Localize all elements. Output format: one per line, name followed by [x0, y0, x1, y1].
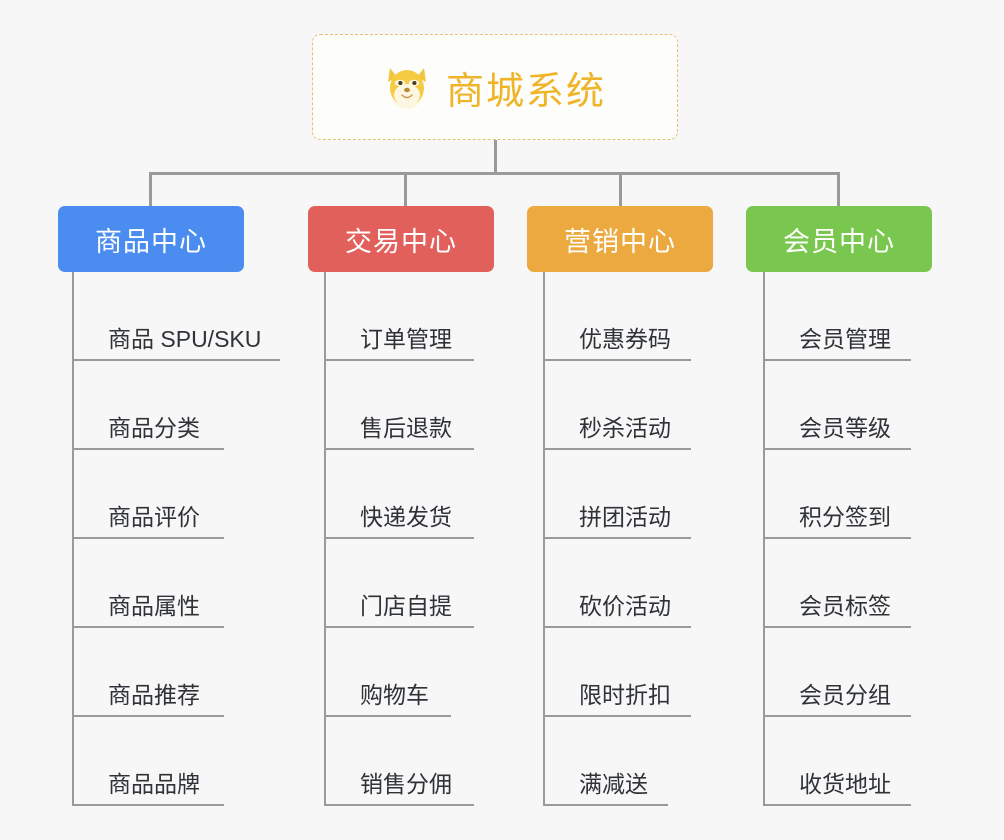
leaf-item-label: 会员分组 [799, 682, 891, 708]
leaf-item-label: 商品品牌 [108, 771, 200, 797]
leaf-item[interactable]: 售后退款 [324, 361, 474, 450]
leaf-item-label: 售后退款 [360, 415, 452, 441]
leaf-item[interactable]: 砍价活动 [543, 539, 691, 628]
leaf-item-label: 收货地址 [799, 771, 891, 797]
leaf-item[interactable]: 快递发货 [324, 450, 474, 539]
connector-drop-3 [619, 172, 622, 206]
leaf-item-label: 积分签到 [799, 504, 891, 530]
leaf-item[interactable]: 订单管理 [324, 272, 474, 361]
leaf-item-label: 砍价活动 [579, 593, 671, 619]
leaf-item-label: 优惠券码 [579, 326, 671, 352]
root-node-商城系统[interactable]: 商城系统 [312, 34, 678, 140]
category-header-1[interactable]: 商品中心 [58, 206, 244, 272]
root-title: 商城系统 [445, 70, 606, 113]
leaf-item-label: 商品评价 [108, 504, 200, 530]
leaf-item-label: 拼团活动 [579, 504, 671, 530]
leaf-item-label: 秒杀活动 [579, 415, 671, 441]
leaf-item-label: 商品分类 [108, 415, 200, 441]
leaf-item[interactable]: 商品分类 [72, 361, 224, 450]
leaf-list: 订单管理售后退款快递发货门店自提购物车销售分佣 [324, 272, 474, 806]
leaf-item[interactable]: 限时折扣 [543, 628, 691, 717]
category-label: 会员中心 [783, 226, 895, 257]
leaf-item-label: 会员标签 [799, 593, 891, 619]
leaf-item[interactable]: 会员管理 [763, 272, 911, 361]
leaf-item[interactable]: 商品品牌 [72, 717, 224, 806]
leaf-item-label: 会员管理 [799, 326, 891, 352]
leaf-item-label: 满减送 [579, 771, 648, 797]
category-label: 交易中心 [345, 226, 457, 257]
leaf-item[interactable]: 满减送 [543, 717, 668, 806]
leaf-item-label: 会员等级 [799, 415, 891, 441]
leaf-item-label: 购物车 [360, 682, 429, 708]
leaf-item[interactable]: 积分签到 [763, 450, 911, 539]
leaf-item-label: 门店自提 [360, 593, 452, 619]
connector-horizontal-bus [150, 172, 840, 175]
leaf-list: 会员管理会员等级积分签到会员标签会员分组收货地址 [763, 272, 911, 806]
leaf-item[interactable]: 门店自提 [324, 539, 474, 628]
leaf-item-label: 限时折扣 [579, 682, 671, 708]
leaf-item[interactable]: 商品评价 [72, 450, 224, 539]
leaf-item-label: 商品 SPU/SKU [108, 326, 262, 352]
leaf-item[interactable]: 会员等级 [763, 361, 911, 450]
leaf-item[interactable]: 商品 SPU/SKU [72, 272, 280, 361]
leaf-item[interactable]: 商品推荐 [72, 628, 224, 717]
leaf-item[interactable]: 优惠券码 [543, 272, 691, 361]
connector-spine [324, 272, 326, 806]
category-label: 营销中心 [564, 226, 676, 257]
shiba-dog-face-icon [384, 63, 432, 111]
leaf-item-label: 快递发货 [360, 504, 452, 530]
leaf-item-label: 销售分佣 [360, 771, 452, 797]
leaf-item[interactable]: 拼团活动 [543, 450, 691, 539]
leaf-item-label: 商品推荐 [108, 682, 200, 708]
category-header-4[interactable]: 会员中心 [746, 206, 932, 272]
connector-spine [763, 272, 765, 806]
connector-spine [543, 272, 545, 806]
category-label: 商品中心 [95, 226, 207, 257]
connector-spine [72, 272, 74, 806]
leaf-list: 商品 SPU/SKU 商品分类商品评价商品属性商品推荐商品品牌 [72, 272, 280, 806]
connector-drop-4 [837, 172, 840, 206]
leaf-item[interactable]: 会员标签 [763, 539, 911, 628]
connector-root-stub [494, 140, 497, 174]
leaf-item[interactable]: 收货地址 [763, 717, 911, 806]
connector-drop-2 [404, 172, 407, 206]
category-header-3[interactable]: 营销中心 [527, 206, 713, 272]
category-header-2[interactable]: 交易中心 [308, 206, 494, 272]
leaf-item-label: 订单管理 [360, 326, 452, 352]
leaf-item[interactable]: 购物车 [324, 628, 451, 717]
connector-drop-1 [149, 172, 152, 206]
leaf-item[interactable]: 商品属性 [72, 539, 224, 628]
leaf-item[interactable]: 秒杀活动 [543, 361, 691, 450]
leaf-item[interactable]: 销售分佣 [324, 717, 474, 806]
leaf-item[interactable]: 会员分组 [763, 628, 911, 717]
leaf-item-label: 商品属性 [108, 593, 200, 619]
leaf-list: 优惠券码秒杀活动拼团活动砍价活动限时折扣满减送 [543, 272, 691, 806]
